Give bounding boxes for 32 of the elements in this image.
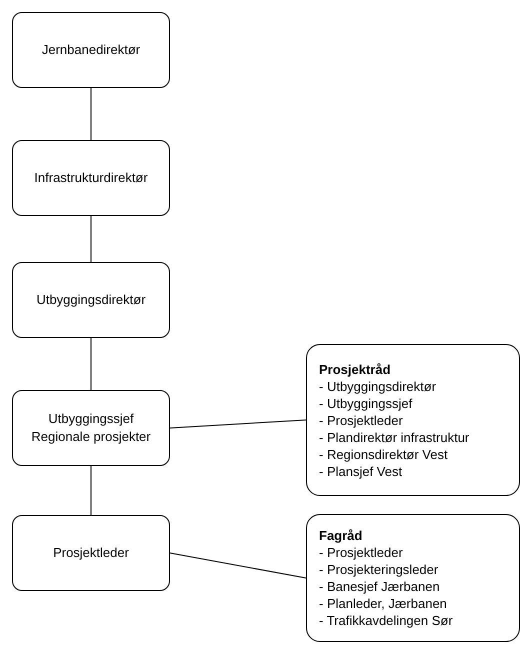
- list-item: - Plandirektør infrastruktur: [319, 428, 470, 446]
- connector-line: [170, 552, 306, 578]
- role-box: [12, 12, 170, 88]
- role-box: [12, 140, 170, 216]
- connector-line: [170, 420, 306, 428]
- role-box: [12, 262, 170, 338]
- list-item: - Regionsdirektør Vest: [319, 446, 449, 462]
- role-title: Utbyggingssjef: [48, 410, 134, 428]
- role-title: Jernbanedirektør: [42, 41, 140, 59]
- list-item: - Banesjef Jærbanen: [319, 578, 441, 595]
- role-box: [12, 390, 170, 466]
- list-item: - Planleder, Jærbanen: [319, 595, 448, 612]
- list-item: - Plansjef Vest: [319, 462, 404, 480]
- role-box: [12, 515, 170, 591]
- connector-line: [90, 88, 92, 140]
- list-item: - Trafikkavdelingen Sør: [319, 612, 454, 629]
- role-title: Prosjektleder: [53, 544, 129, 562]
- list-box: [306, 514, 520, 642]
- list-item: - Prosjektleder: [319, 412, 404, 428]
- role-title: Regionale prosjekter: [31, 428, 151, 446]
- list-item: - Utbyggingsdirektør: [319, 378, 438, 394]
- list-item: - Prosjektleder: [319, 544, 404, 561]
- connector-line: [90, 338, 92, 390]
- list-item: - Prosjekteringsleder: [319, 561, 440, 578]
- list-box: [306, 344, 520, 496]
- connector-line: [90, 216, 92, 262]
- box-heading: Fagråd: [319, 527, 364, 544]
- role-title: Utbyggingsdirektør: [36, 291, 146, 309]
- role-title: Infrastrukturdirektør: [34, 169, 148, 187]
- connector-line: [90, 466, 92, 516]
- box-heading: Prosjektråd: [319, 360, 392, 378]
- list-item: - Utbyggingssjef: [319, 394, 414, 412]
